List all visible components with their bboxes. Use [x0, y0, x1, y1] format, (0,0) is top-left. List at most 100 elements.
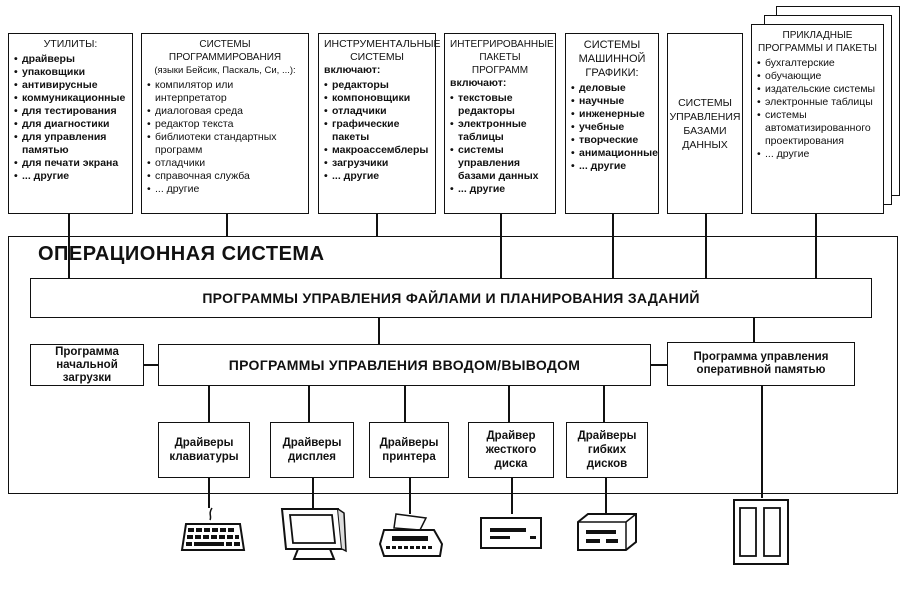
list-item: учебные — [571, 121, 653, 134]
list-item: ... другие — [147, 183, 303, 196]
connector — [508, 386, 510, 422]
connector — [378, 318, 380, 344]
list-item: драйверы — [14, 53, 127, 66]
connector — [753, 318, 755, 344]
list-item: электронные таблицы — [757, 96, 878, 109]
list-item: системы управления базами данных — [450, 144, 550, 183]
memory-management-box: Программа управления оперативной памятью — [667, 342, 855, 386]
os-title: ОПЕРАЦИОННАЯ СИСТЕМА — [38, 243, 325, 265]
tool-systems-box: ИНСТРУМЕНТАЛЬНЫЕ СИСТЕМЫ включают: редак… — [318, 33, 441, 214]
list-item: ... другие — [14, 170, 127, 183]
column-subtitle: (языки Бейсик, Паскаль, Си, ...): — [154, 65, 296, 76]
list-item: текстовые редакторы — [450, 92, 550, 118]
graphics-systems-box: СИСТЕМЫ МАШИННОЙ ГРАФИКИ: деловые научны… — [565, 33, 659, 214]
connector — [68, 214, 70, 236]
dbms-box: СИСТЕМЫ УПРАВЛЕНИЯ БАЗАМИ ДАННЫХ — [667, 33, 743, 214]
list-item: коммуникационные — [14, 92, 127, 105]
keyboard-driver-box: Драйверы клавиатуры — [158, 422, 250, 478]
connector — [815, 214, 817, 236]
column-title: УТИЛИТЫ: — [43, 38, 98, 50]
connector — [208, 386, 210, 422]
memory-icon — [733, 499, 789, 565]
connector — [226, 214, 228, 236]
connector — [404, 386, 406, 422]
connector — [612, 236, 614, 278]
connector — [144, 364, 158, 366]
connector — [500, 236, 502, 278]
boot-loader-box: Программа начальной загрузки — [30, 344, 144, 386]
list-item: ... другие — [324, 170, 430, 183]
column-title: СИСТЕМЫ МАШИННОЙ ГРАФИКИ: — [578, 39, 646, 79]
connector — [815, 236, 817, 278]
list-item: упаковщики — [14, 66, 127, 79]
list-item: редактор текста — [147, 118, 303, 131]
list-item: библиотеки стандартных программ — [147, 131, 303, 157]
list-item: анимационные — [571, 147, 658, 160]
list-item: творческие — [571, 134, 653, 147]
connector — [605, 478, 607, 514]
list-item: бухгалтерские — [757, 57, 878, 70]
list-item: для управления памятью — [14, 131, 127, 157]
connector — [651, 364, 667, 366]
connector — [705, 236, 707, 278]
connector — [500, 214, 502, 236]
list-item: макроассемблеры — [324, 144, 430, 157]
list-item: обучающие — [757, 70, 878, 83]
list-item: антивирусные — [14, 79, 127, 92]
hard-disk-icon — [480, 517, 542, 549]
printer-driver-box: Драйверы принтера — [369, 422, 449, 478]
list-item: графические пакеты — [324, 118, 430, 144]
includes-label: включают: — [450, 77, 507, 89]
column-title: ИНТЕГРИРОВАННЫЕ ПАКЕТЫ ПРОГРАММ — [450, 39, 554, 76]
list-item: загрузчики — [324, 157, 430, 170]
connector — [409, 478, 411, 514]
io-management-bar: ПРОГРАММЫ УПРАВЛЕНИЯ ВВОДОМ/ВЫВОДОМ — [158, 344, 651, 386]
connector — [308, 386, 310, 422]
list-item: для диагностики — [14, 118, 127, 131]
floppy-driver-box: Драйверы гибких дисков — [566, 422, 648, 478]
list-item: издательские системы — [757, 83, 878, 96]
list-item: ... другие — [450, 183, 550, 196]
column-title: ПРИКЛАДНЫЕ ПРОГРАММЫ И ПАКЕТЫ — [757, 30, 878, 54]
list-item: электронные таблицы — [450, 118, 550, 144]
list-item: отладчики — [147, 157, 303, 170]
list-item: компилятор или интерпретатор — [147, 79, 303, 105]
list-item: для тестирования — [14, 105, 127, 118]
integrated-packages-box: ИНТЕГРИРОВАННЫЕ ПАКЕТЫ ПРОГРАММ включают… — [444, 33, 556, 214]
list-item: справочная служба — [147, 170, 303, 183]
connector — [511, 478, 513, 514]
connector — [705, 214, 707, 236]
list-item: диалоговая среда — [147, 105, 303, 118]
includes-label: включают: — [324, 64, 381, 76]
hard-disk-driver-box: Драйвер жесткого диска — [468, 422, 554, 478]
printer-icon — [378, 513, 444, 557]
display-icon — [280, 508, 347, 560]
floppy-drive-icon — [577, 513, 637, 551]
file-management-bar: ПРОГРАММЫ УПРАВЛЕНИЯ ФАЙЛАМИ И ПЛАНИРОВА… — [30, 278, 872, 318]
connector — [761, 386, 763, 498]
list-item: инженерные — [571, 108, 653, 121]
list-item: отладчики — [324, 105, 430, 118]
column-title: СИСТЕМЫ УПРАВЛЕНИЯ БАЗАМИ ДАННЫХ — [669, 96, 741, 151]
list-item: научные — [571, 95, 653, 108]
column-title: СИСТЕМЫ ПРОГРАММИРОВАНИЯ — [168, 39, 282, 63]
list-item: для печати экрана — [14, 157, 127, 170]
list-item: ... другие — [571, 160, 653, 173]
list-item: компоновщики — [324, 92, 430, 105]
connector — [603, 386, 605, 422]
applied-programs-box: ПРИКЛАДНЫЕ ПРОГРАММЫ И ПАКЕТЫ бухгалтерс… — [751, 24, 884, 214]
connector — [312, 478, 314, 508]
keyboard-icon — [180, 507, 246, 551]
connector — [376, 214, 378, 236]
connector — [208, 478, 210, 508]
column-title: ИНСТРУМЕНТАЛЬНЫЕ СИСТЕМЫ — [324, 38, 441, 63]
connector — [612, 214, 614, 236]
programming-systems-box: СИСТЕМЫ ПРОГРАММИРОВАНИЯ (языки Бейсик, … — [141, 33, 309, 214]
list-item: редакторы — [324, 79, 430, 92]
connector — [68, 236, 70, 278]
utilities-box: УТИЛИТЫ: драйверы упаковщики антивирусны… — [8, 33, 133, 214]
list-item: деловые — [571, 82, 653, 95]
list-item: ... другие — [757, 148, 878, 161]
display-driver-box: Драйверы дисплея — [270, 422, 354, 478]
list-item: системы автоматизированного проектирован… — [757, 109, 878, 148]
